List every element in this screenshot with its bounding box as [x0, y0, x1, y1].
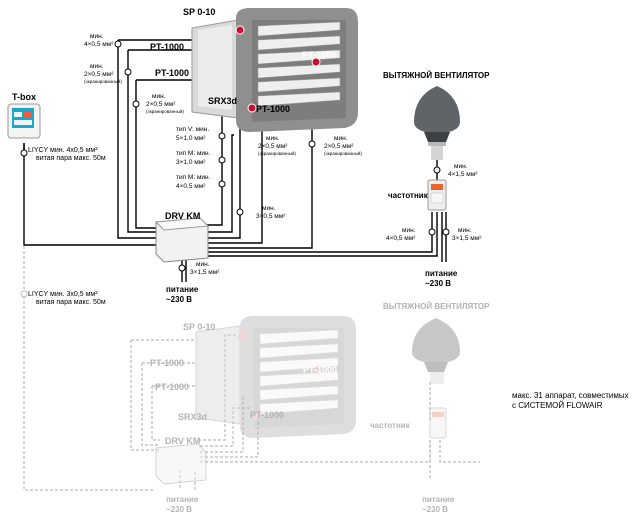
- c13a: мин.: [458, 227, 472, 234]
- c12b: 4×0,5 мм²: [386, 235, 416, 242]
- c7b: 2×0,5 мм²: [258, 143, 288, 150]
- pt1-label: PT-1000: [150, 42, 184, 52]
- c2a: мин.: [90, 63, 104, 70]
- vfd-device-faded: [429, 407, 447, 439]
- c4b: 5×1,0 мм²: [176, 135, 206, 142]
- f-voltage2-label: ~230 В: [422, 505, 448, 514]
- c3a: мин.: [152, 93, 166, 100]
- drv-power-label: питание: [166, 285, 199, 294]
- exhaust-fan: [414, 86, 460, 160]
- vfd-voltage-label: ~230 В: [425, 279, 451, 288]
- f-vfd-label: частотник: [370, 421, 411, 430]
- c3b: 2×0,5 мм²: [146, 101, 176, 108]
- c5a: тип M: мин.: [176, 150, 211, 157]
- f-drv-label: DRV KM: [165, 436, 200, 446]
- pt-heater-label: PT-1000: [302, 50, 336, 60]
- heater-unit-faded: [195, 316, 356, 438]
- c7a: мин.: [266, 135, 280, 142]
- c2b: 2×0,5 мм²: [84, 71, 114, 78]
- vfd-power-label: питание: [425, 269, 458, 278]
- c8a: мин.: [334, 135, 348, 142]
- drv-voltage-label: ~230 В: [166, 295, 192, 304]
- f-pt-heater-label: PT-1000: [303, 365, 337, 375]
- f-voltage1-label: ~230 В: [166, 505, 192, 514]
- c8c: (экранированный): [324, 150, 362, 156]
- note-line1: макс. 31 аппарат, совместимых: [512, 391, 629, 400]
- f-fan-title: ВЫТЯЖНОЙ ВЕНТИЛЯТОР: [383, 302, 490, 311]
- f-pt-srx-label: PT-1000: [250, 410, 284, 420]
- vfd-label: частотник: [388, 191, 429, 200]
- f-sp-label: SP 0-10: [183, 322, 215, 332]
- f-power1-label: питание: [166, 495, 199, 504]
- drv-label: DRV KM: [165, 211, 200, 221]
- vfd-device: [427, 179, 447, 211]
- sp-label: SP 0-10: [183, 7, 215, 17]
- heater-unit: [191, 8, 358, 132]
- c5b: 3×1,0 мм²: [176, 159, 206, 166]
- c9a: мин.: [262, 205, 276, 212]
- fan-title: ВЫТЯЖНОЙ ВЕНТИЛЯТОР: [383, 71, 490, 80]
- sensor-dots: [235, 25, 321, 113]
- exhaust-fan-faded: [412, 318, 460, 384]
- c1b: 4×0,5 мм²: [84, 41, 114, 48]
- liycy1b-label: витая пара макс. 50м: [36, 155, 106, 162]
- pt-srx-label: PT-1000: [256, 104, 290, 114]
- c9b: 3×0,5 мм²: [256, 213, 286, 220]
- main-labels: SP 0-10 PT-1000 PT-1000 PT-1000 SRX3d PT…: [12, 7, 629, 410]
- f-pt2-label: PT-1000: [155, 382, 189, 392]
- wire-markers-faded: [20, 290, 28, 298]
- tbox-device: [7, 103, 41, 139]
- c13b: 3×1,5 мм²: [452, 235, 482, 242]
- c12a: мин.: [402, 227, 416, 234]
- c10b: 3×1,5 мм²: [190, 269, 220, 276]
- c11b: 4×1,5 мм²: [448, 171, 478, 178]
- drv-km-box-faded: [155, 443, 207, 485]
- c6b: 4×0,5 мм²: [176, 183, 206, 190]
- f-power2-label: питание: [422, 495, 455, 504]
- tbox-label: T-box: [12, 92, 36, 102]
- c4a: тип V: мин.: [176, 126, 209, 133]
- f-pt1-label: PT-1000: [150, 358, 184, 368]
- c10a: мин.: [196, 261, 210, 268]
- liycy1-label: LIYCY мин. 4x0,5 мм²: [28, 147, 98, 154]
- c3c: (экранированный): [146, 108, 184, 114]
- c2c: (экранированный): [84, 78, 122, 84]
- liycy2b-label: витая пара макс. 50м: [36, 299, 106, 306]
- liycy2-label: LIYCY мин. 3x0,5 мм²: [28, 291, 98, 298]
- c8b: 2×0,5 мм²: [324, 143, 354, 150]
- c7c: (экранированный): [258, 150, 296, 156]
- c6a: тип M: мин.: [176, 174, 211, 181]
- wire-markers: [20, 40, 450, 272]
- c11a: мин.: [454, 163, 468, 170]
- srx-label: SRX3d: [208, 96, 237, 106]
- note-line2: с СИСТЕМОЙ FLOWAIR: [512, 401, 603, 410]
- faded-labels: SP 0-10 PT-1000 PT-1000 PT-1000 SRX3d PT…: [150, 302, 490, 514]
- drv-km-box: [154, 217, 210, 263]
- pt2-label: PT-1000: [155, 68, 189, 78]
- f-srx-label: SRX3d: [178, 412, 207, 422]
- c1a: мин.: [90, 33, 104, 40]
